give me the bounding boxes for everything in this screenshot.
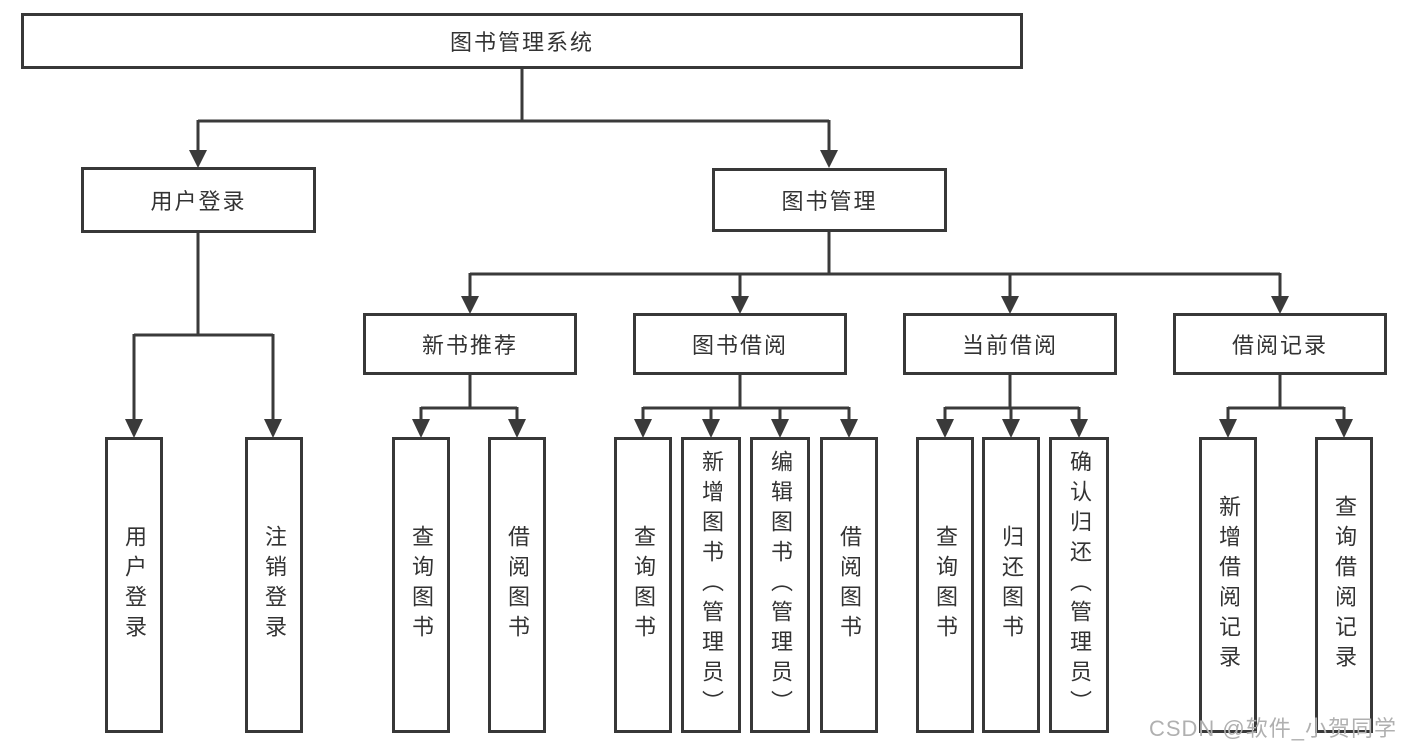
node-label: 图书管理 [781, 189, 878, 214]
leaf-add-borrow-record: 新增借阅记录 [1199, 437, 1257, 733]
node-label: 借阅图书 [505, 525, 530, 645]
node-label: 用户登录 [122, 525, 147, 645]
node-label: 借阅记录 [1231, 333, 1328, 358]
leaf-borrow-book: 借阅图书 [820, 437, 878, 733]
leaf-add-book-admin: 新增图书（管理员） [681, 437, 741, 733]
node-label: 注销登录 [262, 525, 287, 645]
node-book-management: 图书管理 [712, 168, 947, 232]
node-label: 新增图书（管理员） [699, 450, 724, 720]
node-borrow-records: 借阅记录 [1173, 313, 1387, 375]
leaf-confirm-return-admin: 确认归还（管理员） [1049, 437, 1109, 733]
leaf-borrow-book: 借阅图书 [488, 437, 546, 733]
node-label: 用户登录 [150, 189, 247, 214]
node-label: 查询图书 [933, 525, 958, 645]
node-label: 查询图书 [409, 525, 434, 645]
node-label: 图书借阅 [691, 333, 788, 358]
node-label: 归还图书 [999, 525, 1024, 645]
node-label: 查询借阅记录 [1332, 495, 1357, 675]
leaf-logout-login: 注销登录 [245, 437, 303, 733]
leaf-user-login: 用户登录 [105, 437, 163, 733]
node-label: 确认归还（管理员） [1067, 450, 1092, 720]
node-book-borrow: 图书借阅 [633, 313, 847, 375]
leaf-query-borrow-record: 查询借阅记录 [1315, 437, 1373, 733]
node-label: 新增借阅记录 [1216, 495, 1241, 675]
leaf-query-book: 查询图书 [392, 437, 450, 733]
leaf-edit-book-admin: 编辑图书（管理员） [750, 437, 810, 733]
node-user-login: 用户登录 [81, 167, 316, 233]
leaf-query-book: 查询图书 [614, 437, 672, 733]
node-new-book-recommend: 新书推荐 [363, 313, 577, 375]
node-label: 当前借阅 [961, 333, 1058, 358]
node-library-management-system: 图书管理系统 [21, 13, 1023, 69]
node-label: 新书推荐 [421, 333, 518, 358]
node-label: 编辑图书（管理员） [768, 450, 793, 720]
leaf-query-book: 查询图书 [916, 437, 974, 733]
node-label: 图书管理系统 [449, 30, 594, 55]
node-label: 查询图书 [631, 525, 656, 645]
leaf-return-book: 归还图书 [982, 437, 1040, 733]
node-label: 借阅图书 [837, 525, 862, 645]
node-current-borrow: 当前借阅 [903, 313, 1117, 375]
csdn-watermark: CSDN @软件_小贺同学 [1148, 716, 1397, 741]
